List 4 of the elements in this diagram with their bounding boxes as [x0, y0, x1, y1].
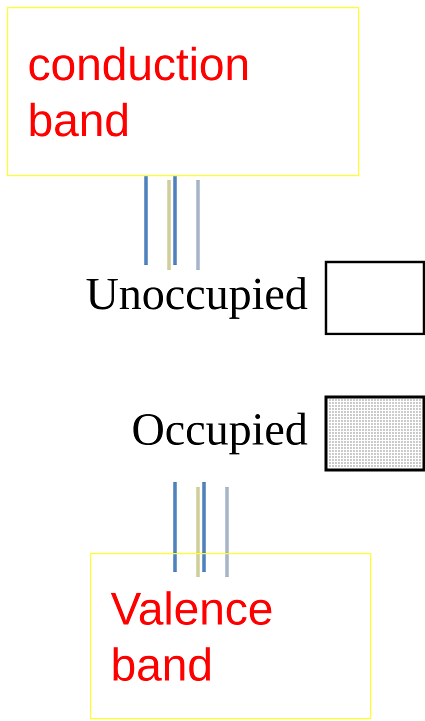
- legend-label: Occupied: [133, 412, 308, 454]
- band-box: Valence band: [90, 553, 372, 720]
- legend-label: Unoccupied: [86, 277, 308, 319]
- band-box: conduction band: [7, 7, 360, 176]
